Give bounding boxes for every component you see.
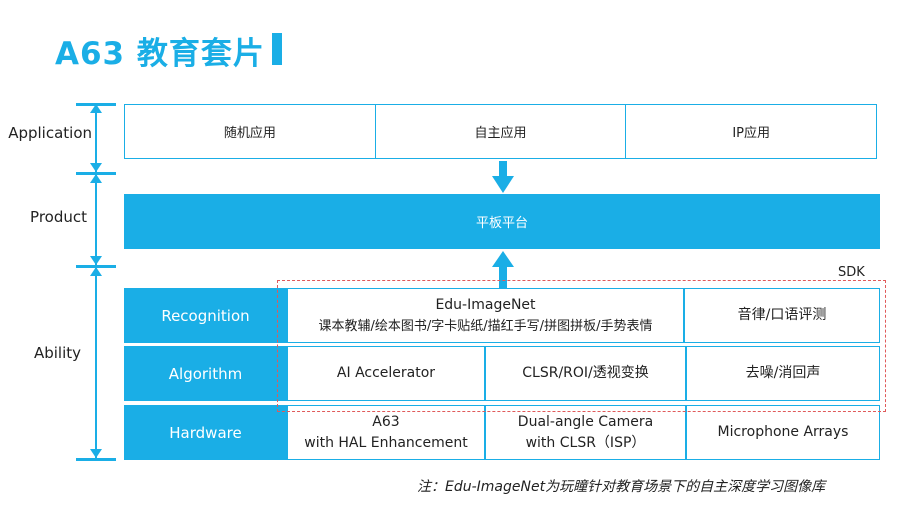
page-title: A63 教育套片 xyxy=(55,36,265,72)
cell-line: Microphone Arrays xyxy=(717,424,849,440)
sdk-boundary xyxy=(277,280,886,412)
ability-cell: 去噪/消回声 xyxy=(685,347,879,400)
application-item: 自主应用 xyxy=(376,105,627,158)
layer-label-ability: Ability xyxy=(33,344,81,362)
application-item: 随机应用 xyxy=(125,105,376,158)
cell-line: 音律/口语评测 xyxy=(737,307,827,323)
row-head: Hardware xyxy=(125,406,286,459)
ruler-arrows xyxy=(90,104,102,458)
ability-cell: CLSR/ROI/透视变换 xyxy=(484,347,685,400)
arrow-down-icon xyxy=(492,161,514,193)
ability-row-recognition: Recognition Edu-ImageNet 课本教辅/绘本图书/字卡贴纸/… xyxy=(124,288,880,343)
layer-label-application: Application xyxy=(8,124,92,142)
cell-line: 课本教辅/绘本图书/字卡贴纸/描红手写/拼图拼板/手势表情 xyxy=(318,318,653,334)
arrow-up-icon xyxy=(492,251,514,289)
cell-line: Dual-angle Camera xyxy=(517,413,654,430)
ruler-tick xyxy=(76,458,116,461)
row-head: Algorithm xyxy=(125,347,286,400)
cell-line: A63 xyxy=(372,413,400,430)
cell-line: with HAL Enhancement xyxy=(304,434,468,451)
ability-row-algorithm: Algorithm AI Accelerator CLSR/ROI/透视变换 去… xyxy=(124,346,880,401)
row-head: Recognition xyxy=(125,289,286,342)
ruler-tick xyxy=(76,265,116,268)
layer-ruler xyxy=(95,104,97,460)
footnote: 注：Edu-ImageNet为玩瞳针对教育场景下的自主深度学习图像库 xyxy=(417,479,826,495)
ability-cell: AI Accelerator xyxy=(286,347,484,400)
ability-cell: Microphone Arrays xyxy=(685,406,879,459)
layer-label-product: Product xyxy=(30,208,87,226)
application-layer: 随机应用 自主应用 IP应用 xyxy=(124,104,877,159)
cell-line: with CLSR（ISP） xyxy=(525,434,646,451)
ruler-tick xyxy=(76,172,116,175)
ability-cell: Edu-ImageNet 课本教辅/绘本图书/字卡贴纸/描红手写/拼图拼板/手势… xyxy=(286,289,683,342)
product-platform: 平板平台 xyxy=(124,194,880,249)
application-item: IP应用 xyxy=(732,126,771,141)
sdk-label: SDK xyxy=(834,265,869,280)
ability-row-hardware: Hardware A63 with HAL Enhancement Dual-a… xyxy=(124,405,880,460)
ability-cell: 音律/口语评测 xyxy=(683,289,879,342)
cell-line: Edu-ImageNet xyxy=(435,296,536,313)
cell-line: AI Accelerator xyxy=(336,365,436,381)
ability-cell: A63 with HAL Enhancement xyxy=(286,406,484,459)
title-accent-bar xyxy=(272,33,282,65)
cell-line: 去噪/消回声 xyxy=(745,365,821,381)
cell-line: CLSR/ROI/透视变换 xyxy=(522,365,649,381)
ability-cell: Dual-angle Camera with CLSR（ISP） xyxy=(484,406,685,459)
